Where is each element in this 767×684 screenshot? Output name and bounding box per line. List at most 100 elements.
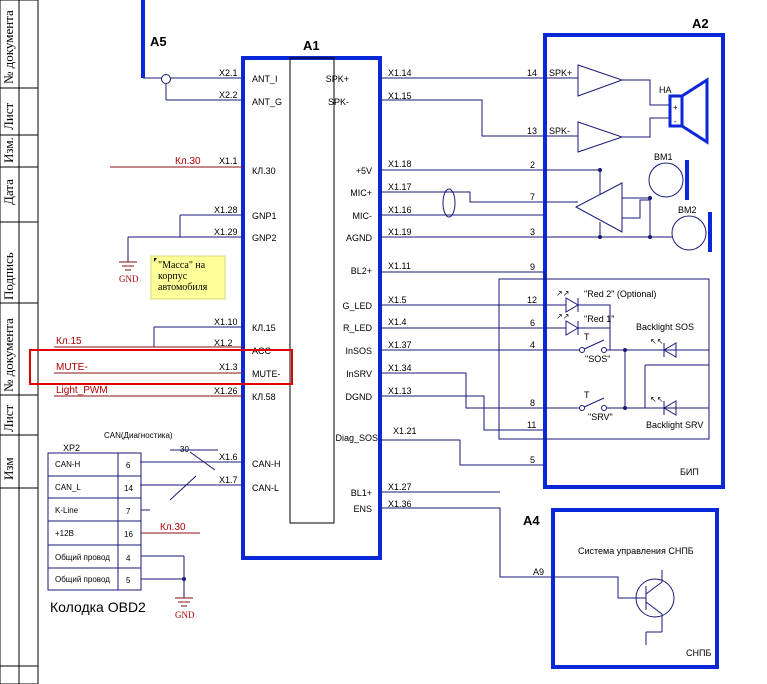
strip-label: Лист <box>1 404 16 432</box>
svg-text:SPK-: SPK- <box>549 126 570 136</box>
wire-label: X1.10 <box>214 317 238 327</box>
wire-label: X1.28 <box>214 205 238 215</box>
svg-text:автомобиля: автомобиля <box>158 282 208 293</box>
a2-pin: 4 <box>530 340 535 350</box>
obd-row-pin: 4 <box>126 554 131 563</box>
pin-label: BL1+ <box>351 488 372 498</box>
pin-label: CAN-L <box>252 483 279 493</box>
wire-label: X1.2 <box>214 338 233 348</box>
obd-row-name: Общий провод <box>55 553 110 562</box>
backlight-label: Backlight SOS <box>636 322 694 332</box>
pin-label: КЛ.15 <box>252 323 276 333</box>
obd-row-pin: 6 <box>126 461 131 470</box>
wire-label: X1.17 <box>388 182 412 192</box>
svg-text:↖↖: ↖↖ <box>650 337 663 346</box>
svg-text:↖↖: ↖↖ <box>650 395 663 404</box>
a2-pin: 2 <box>530 160 535 170</box>
wire-label: X2.2 <box>219 90 238 100</box>
pin-label: DGND <box>346 392 373 402</box>
pin-label: +5V <box>356 166 372 176</box>
strip-label: № документа <box>1 10 16 84</box>
a2-pin: 13 <box>527 126 537 136</box>
wire-label: X1.7 <box>219 475 238 485</box>
led-label: "Red 1" <box>584 314 614 324</box>
pin-label: SPK- <box>328 97 349 107</box>
wire-label: X2.1 <box>219 68 238 78</box>
mass-note: "Масса" на корпус автомобиля <box>150 255 226 300</box>
obd-row-name: CAN_L <box>55 483 81 492</box>
svg-text:-: - <box>674 117 677 126</box>
block-a5: A5 <box>141 0 243 101</box>
backlight-label: Backlight SRV <box>646 420 703 430</box>
btn-glyph: T <box>584 390 590 400</box>
label-a5: A5 <box>150 34 167 49</box>
a2-pin: 9 <box>530 262 535 272</box>
svg-text:↗↗: ↗↗ <box>556 289 569 298</box>
a4-pin: A9 <box>533 567 544 577</box>
btn-glyph: T <box>584 332 590 342</box>
a2-pin: 5 <box>530 455 535 465</box>
obd-row-pin: 5 <box>126 576 131 585</box>
wire-label: X1.1 <box>219 156 238 166</box>
obd-title: Колодка OBD2 <box>50 599 146 615</box>
wire-label: X1.29 <box>214 227 238 237</box>
wire-kl15: Кл.15 <box>56 336 82 347</box>
pin-label: MIC- <box>353 211 373 221</box>
pin-label: AGND <box>346 233 373 243</box>
led-label: "Red 2" (Optional) <box>584 289 656 299</box>
obd-row-name: K-Line <box>55 506 79 515</box>
pin-label: КЛ.58 <box>252 392 276 402</box>
obd-row-name: CAN-H <box>55 460 81 469</box>
wire-label: X1.37 <box>388 340 412 350</box>
label-a4: A4 <box>523 513 540 528</box>
a2-pin: 12 <box>527 295 537 305</box>
svg-text:GND: GND <box>119 274 139 284</box>
obd-row-pin: 7 <box>126 507 131 516</box>
strip-label: Дата <box>1 179 16 205</box>
svg-text:+: + <box>673 103 678 112</box>
strip-label: Лист <box>1 102 16 130</box>
pin-label: GNP2 <box>252 233 277 243</box>
pin-label: SPK+ <box>326 74 349 84</box>
obd-section: CAN(Диагностика) 30 XP2 CAN-H 6 CAN_L 14… <box>47 431 218 620</box>
a1-a2-wires <box>380 77 578 578</box>
obd-row-name: +12В <box>55 529 74 538</box>
wire-light-pwm: Light_PWM <box>56 385 108 396</box>
wire-label: X1.3 <box>219 362 238 372</box>
pin-label: G_LED <box>342 301 372 311</box>
a2-pin: 8 <box>530 398 535 408</box>
svg-text:↗↗: ↗↗ <box>556 312 569 321</box>
highlight-box <box>29 349 293 385</box>
pin-label: ANT_I <box>252 74 278 84</box>
can-label: CAN(Диагностика) <box>104 431 173 440</box>
snpb-label: СНПБ <box>686 648 711 658</box>
a4-system-label: Система управления СНПБ <box>578 546 694 556</box>
pin-label: BL2+ <box>351 266 372 276</box>
pin-label: MIC+ <box>350 188 372 198</box>
a1-right-pins: SPK+ X1.14 SPK- X1.15 +5V X1.18 MIC+ X1.… <box>326 68 417 514</box>
pin-label: MUTE- <box>252 369 281 379</box>
wire-label: X1.6 <box>219 452 238 462</box>
wire-label: X1.15 <box>388 91 412 101</box>
pin-label: R_LED <box>343 323 373 333</box>
bip-label: БИП <box>680 467 699 477</box>
mic-label: BM2 <box>678 205 697 215</box>
wire-label: X1.34 <box>388 363 412 373</box>
pin-label: GNP1 <box>252 211 277 221</box>
pin-label: CAN-H <box>252 459 281 469</box>
strip-label: Подпись <box>1 252 16 300</box>
pin-label: КЛ.30 <box>252 166 276 176</box>
svg-text:корпус: корпус <box>158 271 188 282</box>
a2-pin: 7 <box>530 192 535 202</box>
wire-label: X1.5 <box>388 295 407 305</box>
a2-pin: 3 <box>530 227 535 237</box>
a1-left-pins: X2.1 ANT_I X2.2 ANT_G Кл.30 X1.1 КЛ.30 X… <box>54 68 282 493</box>
obd-row-pin: 16 <box>124 530 133 539</box>
strip-label: Изм. <box>1 137 16 163</box>
button-label: "SOS" <box>585 354 610 364</box>
strip-label: № документа <box>1 318 16 392</box>
ground-label: GND <box>175 610 195 620</box>
pin-label: InSOS <box>345 346 372 356</box>
a2-pin: 6 <box>530 318 535 328</box>
svg-text:"Масса" на: "Масса" на <box>158 260 206 271</box>
